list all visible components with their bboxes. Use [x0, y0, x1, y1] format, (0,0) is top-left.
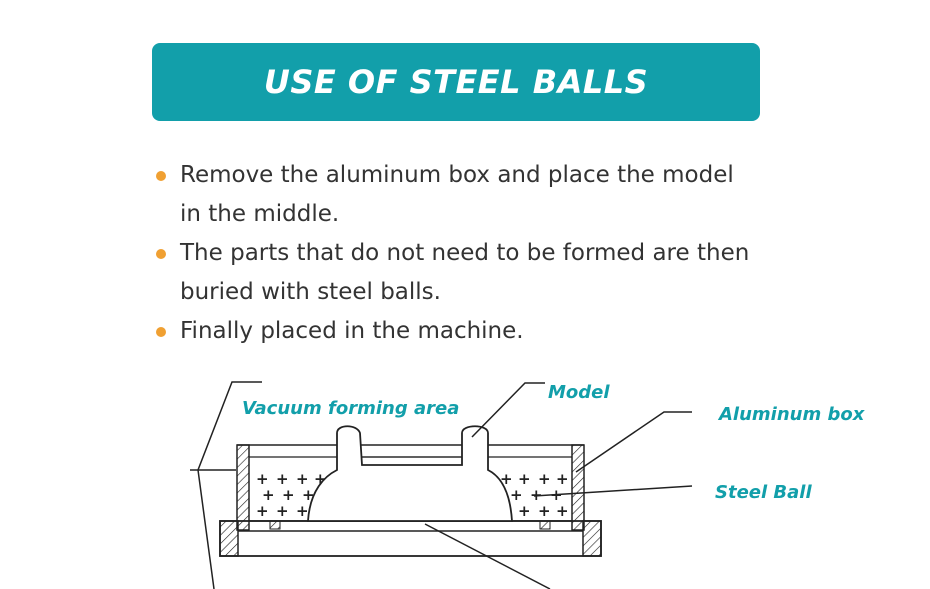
svg-text:+: +: [538, 470, 551, 488]
list-item: Remove the aluminum box and place the mo…: [156, 156, 756, 234]
bullet-dot-icon: [156, 249, 166, 259]
vacuum-forming-area-label: Vacuum forming area: [242, 398, 459, 419]
svg-text:+: +: [556, 502, 569, 520]
aluminum-box-left-wall: [236, 444, 250, 531]
model-label: Model: [548, 382, 610, 403]
svg-text:+: +: [500, 470, 513, 488]
steel-balls-left: ++++ +++ +++: [256, 470, 327, 520]
svg-text:+: +: [276, 502, 289, 520]
svg-text:+: +: [530, 486, 543, 504]
svg-text:+: +: [256, 502, 269, 520]
steel-balls-right: ++++ +++ +++: [500, 470, 569, 520]
model-leader: [471, 382, 545, 438]
list-item: The parts that do not need to be formed …: [156, 234, 756, 312]
steel-ball-diagram: ++++ +++ +++ ++++ +++ +++ Model Vacuum f…: [190, 381, 866, 589]
bullet-dot-icon: [156, 327, 166, 337]
vacuum-area-bracket: [197, 381, 262, 589]
thin-plate-left: [269, 520, 281, 530]
bullet-dot-icon: [156, 171, 166, 181]
title-banner: USE OF STEEL BALLS: [152, 43, 760, 121]
svg-text:+: +: [276, 470, 289, 488]
instruction-list: Remove the aluminum box and place the mo…: [156, 156, 756, 351]
svg-text:+: +: [302, 486, 315, 504]
list-item: Finally placed in the machine.: [156, 312, 756, 351]
svg-text:+: +: [518, 502, 531, 520]
page-title: USE OF STEEL BALLS: [263, 63, 649, 101]
list-item-text: The parts that do not need to be formed …: [180, 240, 750, 305]
list-item-text: Remove the aluminum box and place the mo…: [180, 162, 734, 227]
aluminum-box-leader: [575, 411, 692, 473]
svg-text:+: +: [296, 470, 309, 488]
aluminum-box-right-wall: [571, 444, 585, 531]
svg-text:+: +: [256, 470, 269, 488]
base-plate-right-hatch: [582, 520, 602, 557]
list-item-text: Finally placed in the machine.: [180, 318, 524, 344]
thin-plate-right: [539, 520, 551, 530]
svg-text:+: +: [538, 502, 551, 520]
svg-text:+: +: [556, 470, 569, 488]
aluminum-box-label: Aluminum box: [717, 404, 866, 425]
svg-text:+: +: [518, 470, 531, 488]
svg-text:+: +: [314, 470, 327, 488]
model-shape: [307, 425, 513, 522]
steel-ball-leader: [533, 485, 693, 497]
steel-ball-label: Steel Ball: [715, 482, 812, 503]
svg-text:+: +: [296, 502, 309, 520]
svg-text:+: +: [510, 486, 523, 504]
svg-text:+: +: [262, 486, 275, 504]
base-plate-left-hatch: [219, 520, 239, 557]
svg-text:+: +: [282, 486, 295, 504]
base-leader: [424, 523, 551, 589]
